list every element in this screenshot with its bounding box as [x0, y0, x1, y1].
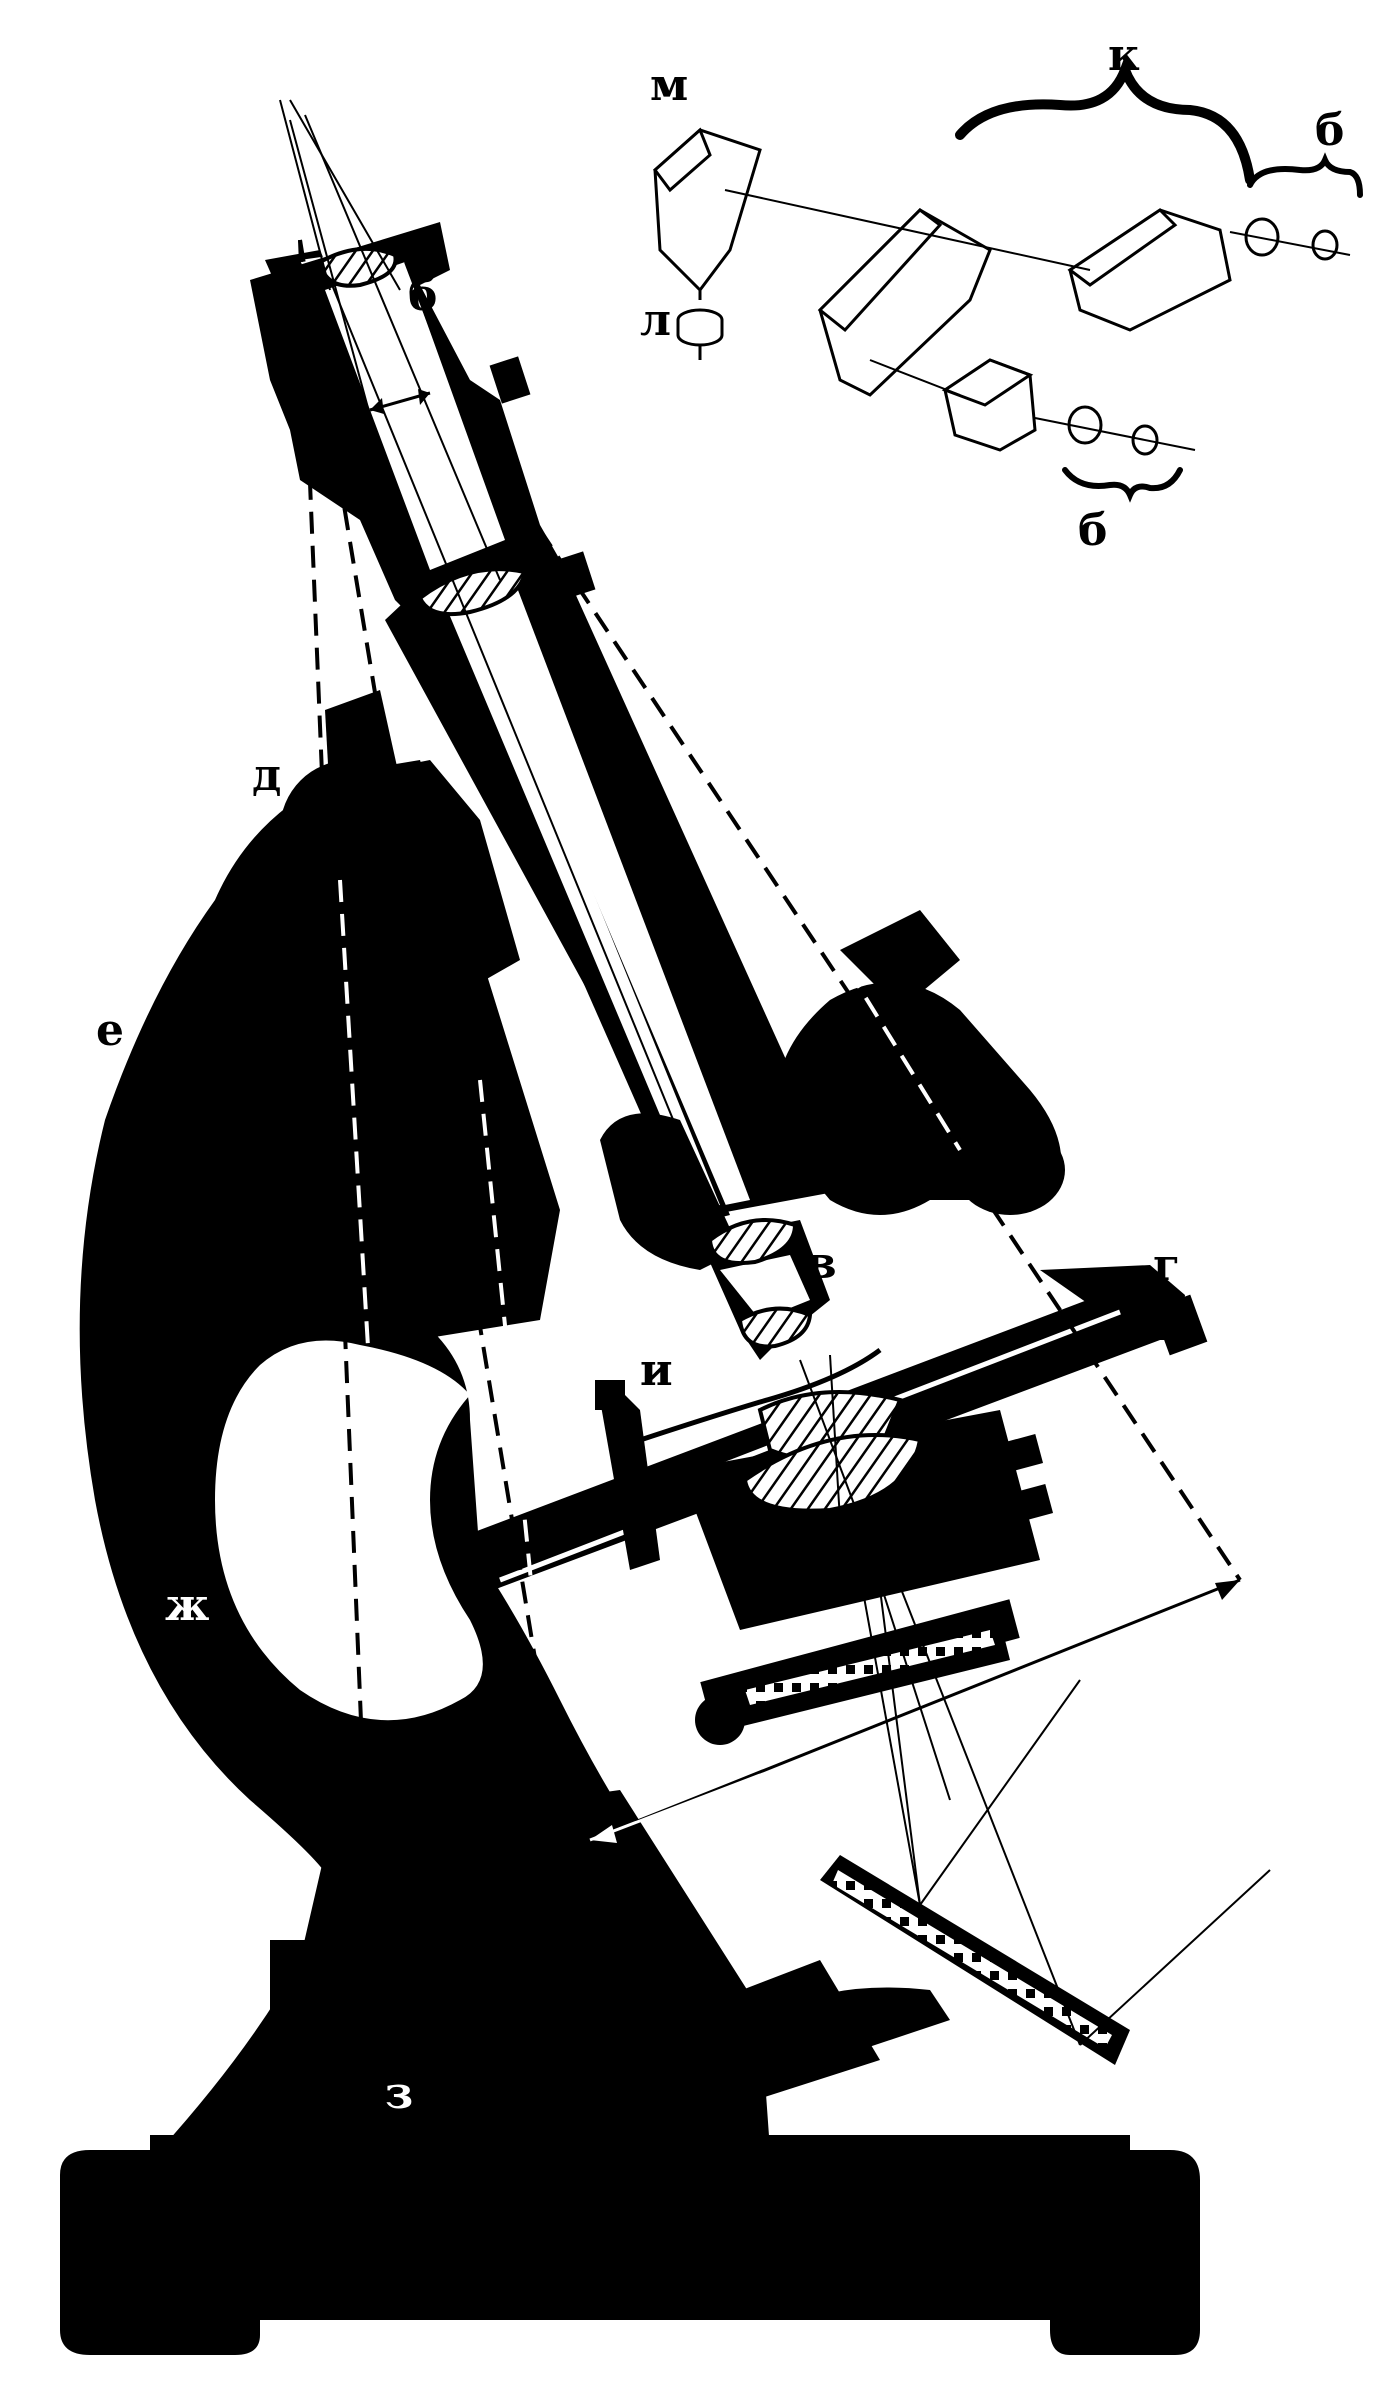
entry-rays — [279, 99, 401, 291]
image-distance-arrow — [589, 1578, 1241, 1843]
label-zh: ж — [165, 1580, 209, 1631]
label-m: м — [650, 60, 688, 111]
microscope-base — [60, 2135, 1200, 2355]
inset-beam-lines — [724, 189, 1351, 451]
label-l: л — [640, 295, 671, 346]
optical-path-dashed — [298, 239, 1242, 1941]
label-b-tube: б — [408, 270, 437, 321]
label-k: к — [1108, 30, 1140, 81]
label-b-lower: б — [1078, 505, 1107, 556]
label-e: е — [96, 1005, 124, 1056]
label-z: з — [385, 2068, 413, 2119]
label-g: г — [1153, 1240, 1180, 1291]
label-d: д — [252, 750, 281, 801]
light-rays — [849, 1509, 1271, 2046]
inset-braces — [955, 55, 1363, 503]
label-v: в — [806, 1238, 837, 1289]
label-b-upper: б — [1315, 105, 1344, 156]
microscope-tube — [250, 114, 845, 1225]
binocular-attachment-inset — [652, 127, 1339, 456]
label-a: а — [612, 740, 641, 791]
optical-path-dashed-on-dark — [338, 879, 962, 1621]
focus-housing — [248, 690, 560, 1345]
mirror — [780, 1855, 1130, 2065]
condenser — [680, 1354, 1054, 1745]
label-i: и — [640, 1345, 673, 1396]
